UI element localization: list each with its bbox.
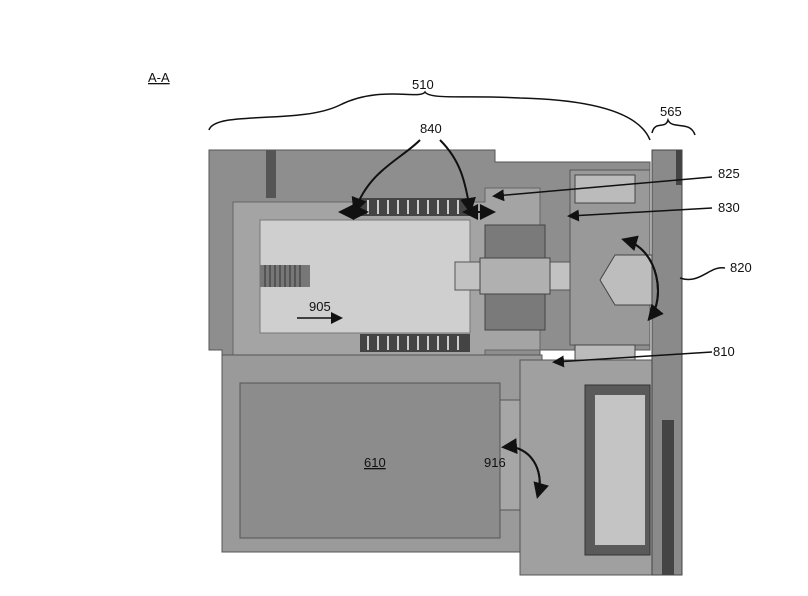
label-840: 840	[420, 121, 442, 136]
thread-lines	[264, 265, 301, 287]
section-label: A-A	[148, 70, 170, 85]
wheel-face	[595, 395, 645, 545]
label-810: 810	[713, 344, 735, 359]
brace-565	[651, 117, 696, 136]
label-565: 565	[660, 104, 682, 119]
spring-bottom	[360, 334, 470, 352]
bearing-top	[574, 174, 636, 204]
label-820: 820	[730, 260, 752, 275]
label-825: 825	[718, 166, 740, 181]
brace-510	[208, 90, 651, 141]
leader-lines	[297, 139, 726, 499]
right-bar-top-strip	[676, 150, 682, 185]
housing-slot	[266, 150, 276, 198]
right-bar-strip	[662, 420, 674, 575]
label-905: 905	[309, 299, 331, 314]
motor-body	[239, 382, 501, 539]
label-916: 916	[484, 455, 506, 470]
shaft-thread	[479, 257, 551, 295]
label-510: 510	[412, 77, 434, 92]
label-830: 830	[718, 200, 740, 215]
label-610: 610	[364, 455, 386, 470]
spring-top	[360, 198, 470, 216]
